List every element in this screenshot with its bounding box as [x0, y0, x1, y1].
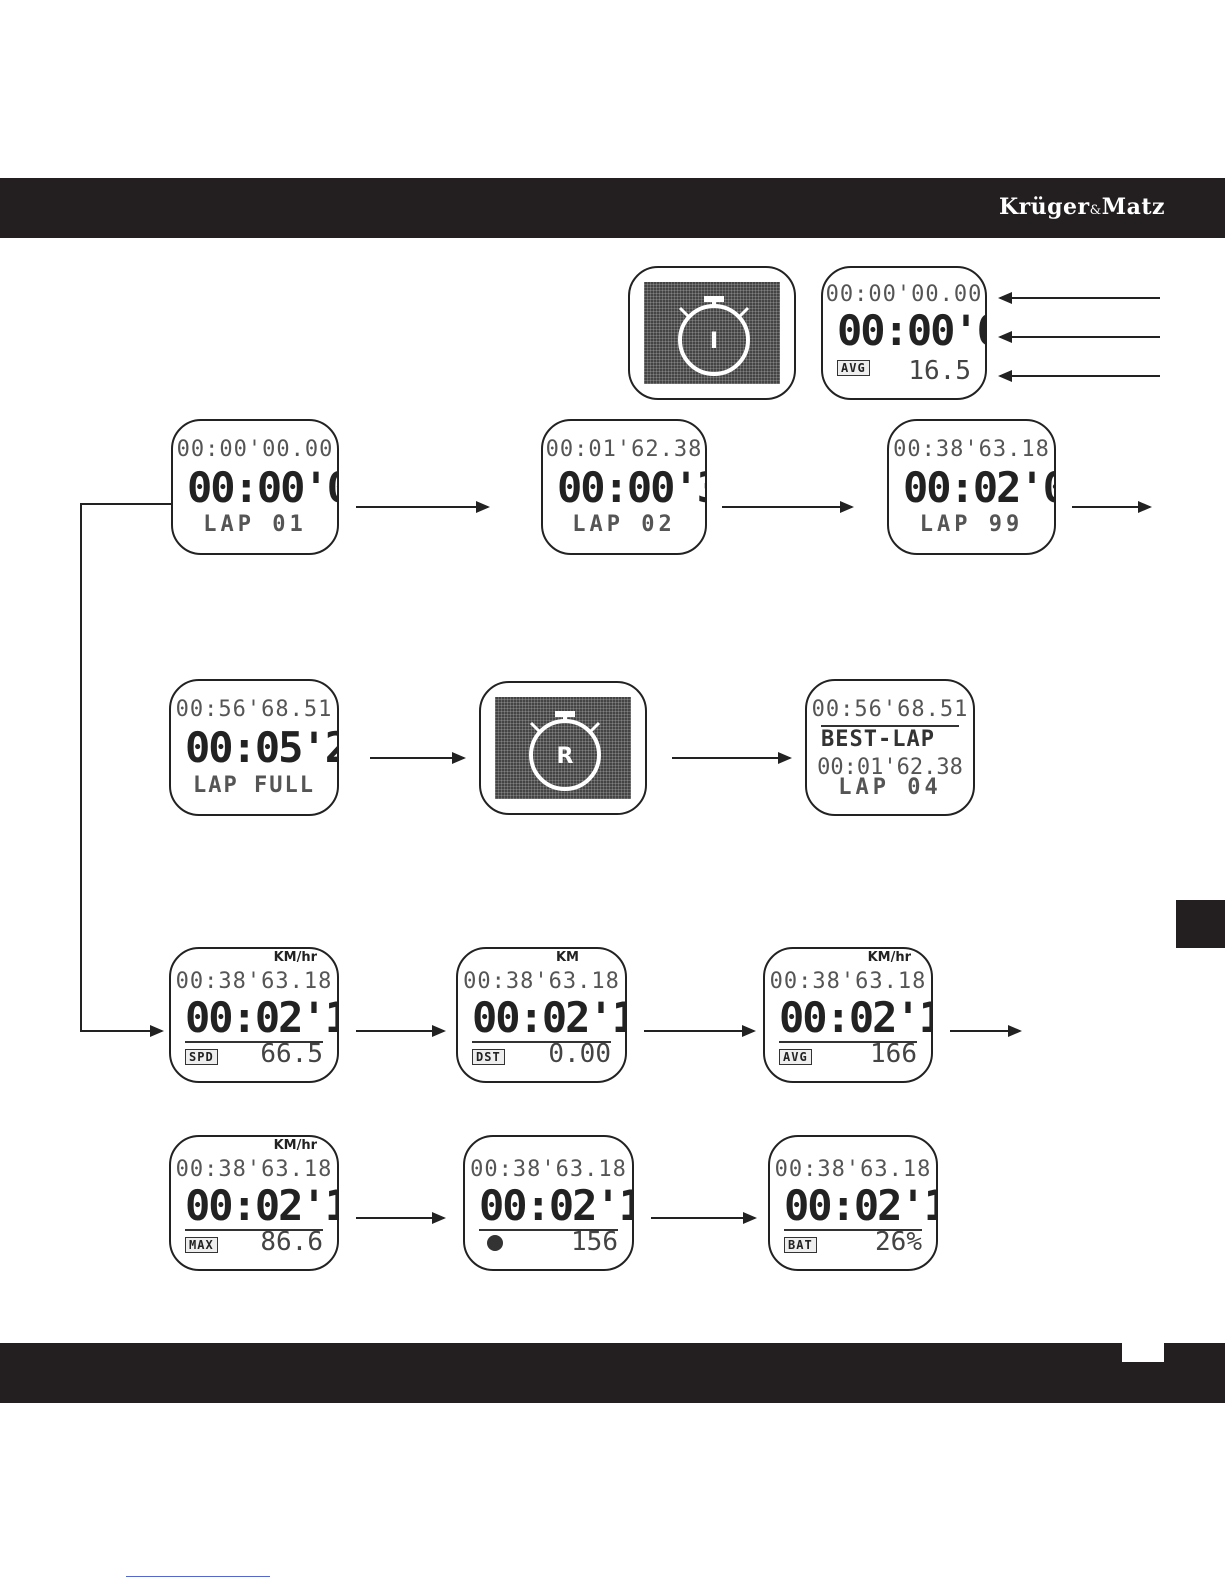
legend-arrow-2 [998, 331, 1160, 343]
flow-arrow [370, 752, 466, 764]
flow-arrow [1072, 501, 1152, 513]
stopwatch-icon: R [529, 711, 601, 791]
lap-02-screen: 00:01'62.38 00:00'3869 LAP 02 [541, 419, 707, 555]
battery-screen: 00:38'63.18 00:02'1122 BAT 26% [768, 1135, 938, 1271]
header-band: Krüger&Matz [0, 178, 1225, 238]
flow-arrow [356, 1212, 446, 1224]
flow-arrow [672, 752, 792, 764]
lap-99-screen: 00:38'63.18 00:02'0112 LAP 99 [887, 419, 1056, 555]
flow-arrow [644, 1025, 756, 1037]
best-lap-screen: 00:56'68.51 BEST-LAP 00:01'62.38 LAP 04 [805, 679, 975, 816]
flow-arrow [356, 501, 490, 513]
max-screen: KM/hr 00:38'63.18 00:02'1122 MAX 86.6 [169, 1135, 339, 1271]
flow-arrow [356, 1025, 446, 1037]
brand-logo: Krüger&Matz [998, 194, 1165, 220]
lap-full-screen: 00:56'68.51 00:05'2122 LAP FULL [169, 679, 339, 816]
connector-line [80, 503, 171, 505]
page-number-box [1122, 1343, 1164, 1362]
pulse-screen: 00:38'63.18 00:02'1122 156 [463, 1135, 634, 1271]
flow-arrow [950, 1025, 1022, 1037]
legend-arrow-1 [998, 292, 1160, 304]
footer-band [0, 1343, 1225, 1403]
speed-screen: KM/hr 00:38'63.18 00:02'1122 SPD 66.5 [169, 947, 339, 1083]
stopwatch-screen: I [628, 266, 796, 400]
average-screen: KM/hr 00:38'63.18 00:02'1122 AVG 166 [763, 947, 933, 1083]
reset-stopwatch-screen: R [479, 681, 647, 815]
side-tab [1176, 900, 1225, 948]
svg-text:R: R [557, 744, 574, 769]
legend-arrow-3 [998, 370, 1160, 382]
stopwatch-icon: I [678, 296, 750, 376]
distance-screen: KM 00:38'63.18 00:02'1122 DST 0.00 [456, 947, 627, 1083]
connector-line [80, 503, 82, 1031]
flow-arrow [651, 1212, 757, 1224]
pulse-dot-icon [487, 1235, 503, 1251]
flow-arrow [80, 1025, 164, 1037]
footer-link-underline [126, 1576, 270, 1577]
flow-arrow [722, 501, 854, 513]
svg-text:I: I [710, 329, 718, 354]
